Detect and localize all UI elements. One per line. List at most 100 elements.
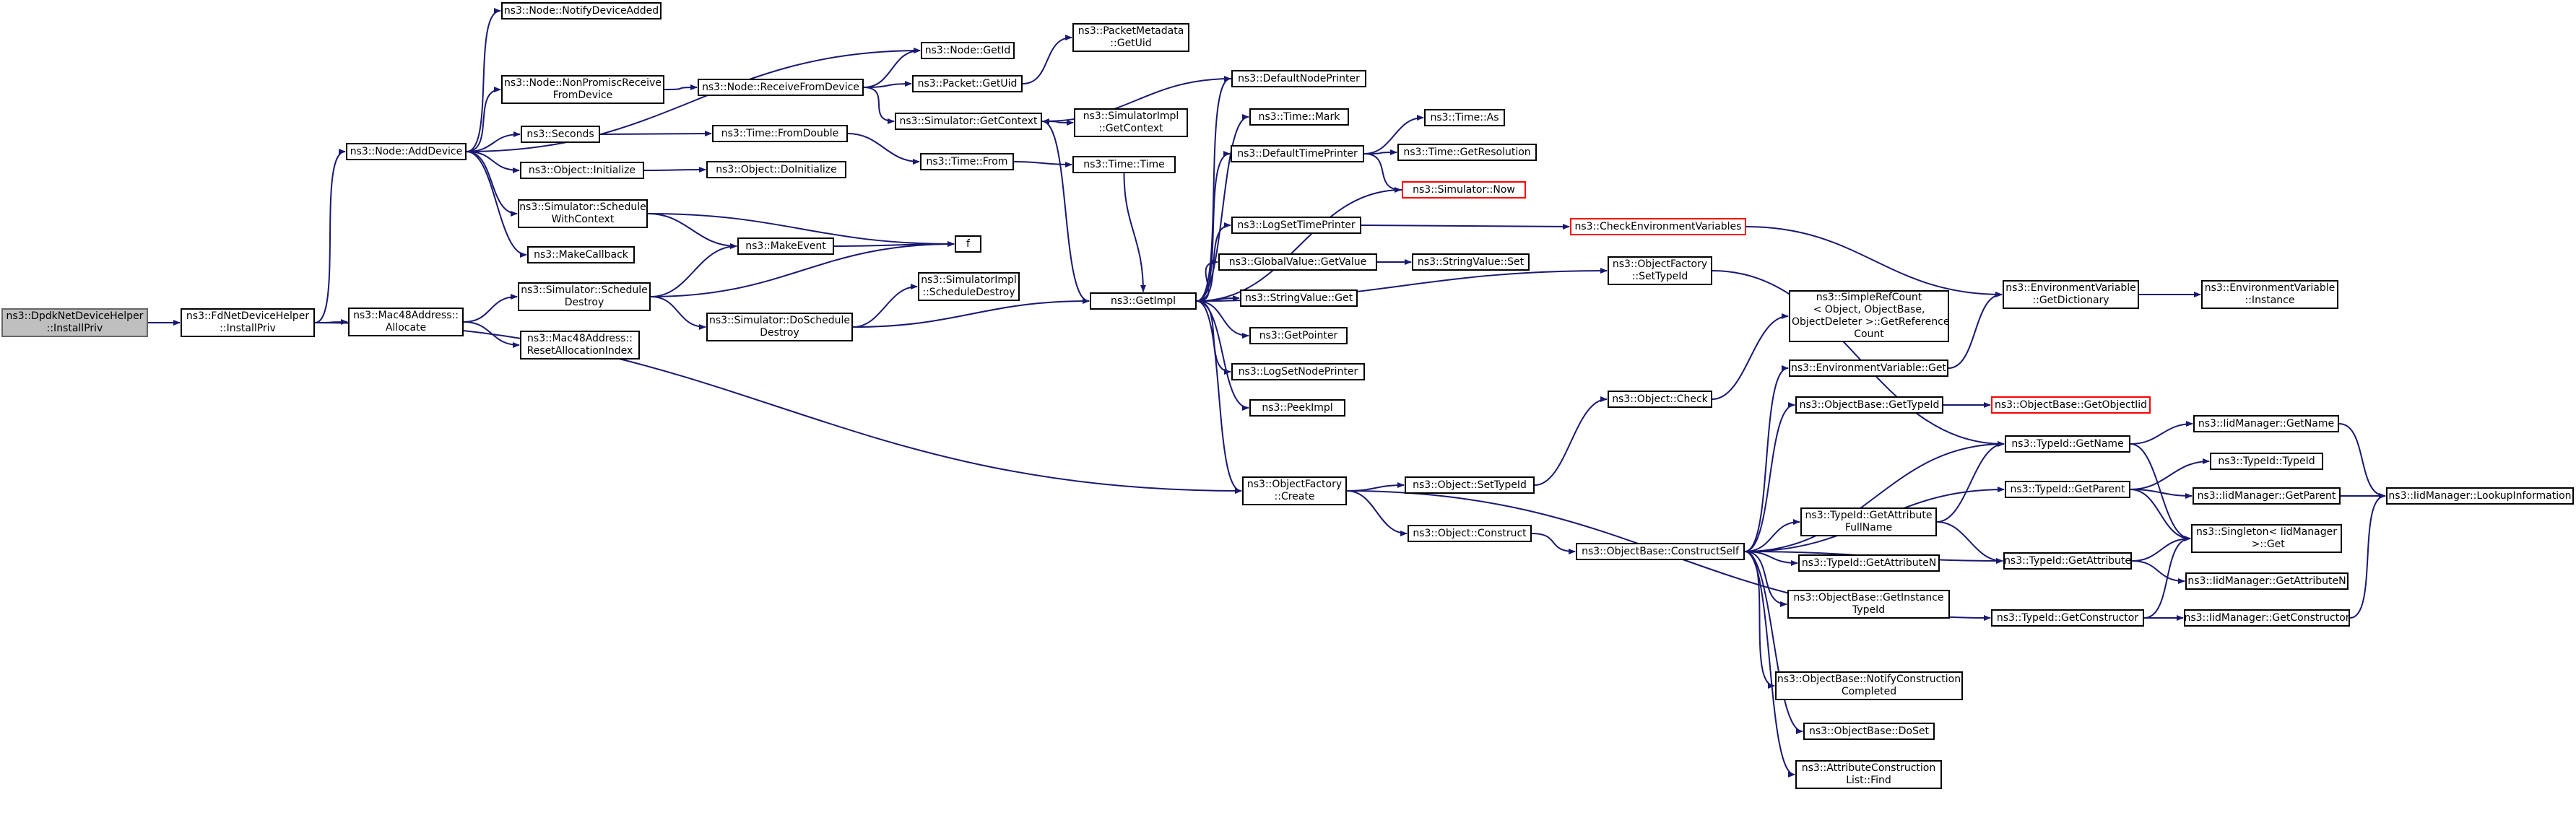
node-time-as[interactable]: ns3::Time::As [1424, 109, 1505, 126]
edge-from_double-to-time_from [847, 133, 920, 165]
node-dpdk-install-priv: ns3::DpdkNetDeviceHelper ::InstallPriv [1, 308, 148, 337]
node-string-value-set[interactable]: ns3::StringValue::Set [1412, 253, 1530, 271]
edge-fd_install-to-add_device [314, 149, 346, 323]
node-schedule-destroy[interactable]: ns3::Simulator::Schedule Destroy [518, 282, 651, 311]
edge-ob_construct_self-to-tid_getname [1744, 441, 2005, 552]
edge-iid_getname-to-iid_lookup [2338, 423, 2386, 499]
edge-get_impl-to-log_set_node [1196, 300, 1231, 375]
node-packet-metadata-get-uid[interactable]: ns3::PacketMetadata ::GetUid [1072, 23, 1189, 52]
node-object-initialize[interactable]: ns3::Object::Initialize [520, 162, 644, 179]
edge-ob_construct_self-to-ob_doset [1744, 551, 1803, 734]
node-iidmanager-get-attribute-n[interactable]: ns3::IidManager::GetAttributeN [2185, 572, 2349, 590]
node-packet-get-uid[interactable]: ns3::Packet::GetUid [912, 75, 1023, 92]
node-typeid-get-attribute-n[interactable]: ns3::TypeId::GetAttributeN [1798, 554, 1940, 572]
edge-get_impl-to-peek_impl [1196, 300, 1249, 411]
node-iidmanager-lookup-information[interactable]: ns3::IidManager::LookupInformation [2386, 487, 2574, 505]
edge-ob_construct_self-to-ob_getinst [1744, 551, 1787, 607]
node-simulatorimpl-get-context[interactable]: ns3::SimulatorImpl ::GetContext [1074, 108, 1188, 137]
node-iidmanager-get-name[interactable]: ns3::IidManager::GetName [2193, 415, 2339, 432]
node-receive-from-device[interactable]: ns3::Node::ReceiveFromDevice [698, 79, 864, 96]
edge-make_event-to-f [833, 241, 955, 248]
edge-tid_getattr-to-iid_getattrn [2131, 560, 2185, 584]
edge-tid_getattr-to-singleton_get [2131, 536, 2191, 562]
node-get-impl[interactable]: ns3::GetImpl [1090, 292, 1197, 310]
edge-tid_getparent-to-tid_typeid [2130, 458, 2210, 490]
node-string-value-get[interactable]: ns3::StringValue::Get [1240, 289, 1358, 307]
node-objectbase-get-object-iid[interactable]: ns3::ObjectBase::GetObjectIid [1991, 396, 2151, 414]
node-fd-install-priv[interactable]: ns3::FdNetDeviceHelper ::InstallPriv [181, 308, 315, 337]
node-mac-allocate[interactable]: ns3::Mac48Address:: Allocate [348, 308, 464, 336]
edge-do_sched_destroy-to-simimpl_destroy [852, 284, 918, 328]
node-typeid-get-attribute-full-name[interactable]: ns3::TypeId::GetAttribute FullName [1800, 507, 1937, 536]
node-default-time-printer[interactable]: ns3::DefaultTimePrinter [1231, 145, 1364, 162]
node-objectbase-notify-construction-completed[interactable]: ns3::ObjectBase::NotifyConstruction Comp… [1775, 671, 1963, 700]
node-object-check[interactable]: ns3::Object::Check [1608, 391, 1712, 408]
node-log-set-node-printer[interactable]: ns3::LogSetNodePrinter [1231, 363, 1365, 380]
node-seconds[interactable]: ns3::Seconds [521, 126, 600, 143]
node-objectbase-get-instance-type-id[interactable]: ns3::ObjectBase::GetInstance TypeId [1787, 590, 1950, 619]
node-get-id[interactable]: ns3::Node::GetId [921, 42, 1015, 59]
node-nonpromisc-receive[interactable]: ns3::Node::NonPromiscReceive FromDevice [501, 75, 664, 104]
node-time-mark[interactable]: ns3::Time::Mark [1249, 108, 1349, 126]
node-notify-device-added[interactable]: ns3::Node::NotifyDeviceAdded [501, 2, 662, 19]
node-check-environment-variables[interactable]: ns3::CheckEnvironmentVariables [1570, 218, 1746, 235]
node-iidmanager-get-parent[interactable]: ns3::IidManager::GetParent [2193, 487, 2341, 505]
node-objectbase-construct-self[interactable]: ns3::ObjectBase::ConstructSelf [1576, 543, 1745, 560]
node-singleton-iidmanager-get[interactable]: ns3::Singleton< IidManager >::Get [2191, 524, 2342, 553]
node-object-construct[interactable]: ns3::Object::Construct [1408, 525, 1532, 542]
edge-sched_destroy-to-make_event [650, 243, 737, 297]
node-objectbase-get-type-id[interactable]: ns3::ObjectBase::GetTypeId [1795, 396, 1943, 414]
node-get-pointer[interactable]: ns3::GetPointer [1249, 327, 1348, 344]
node-f[interactable]: f [955, 235, 981, 253]
node-environment-variable-get-dictionary[interactable]: ns3::EnvironmentVariable ::GetDictionary [2003, 280, 2139, 309]
node-object-factory-set-type-id[interactable]: ns3::ObjectFactory ::SetTypeId [1608, 256, 1712, 285]
node-log-set-time-printer[interactable]: ns3::LogSetTimePrinter [1231, 217, 1361, 234]
node-simple-ref-count[interactable]: ns3::SimpleRefCount < Object, ObjectBase… [1789, 290, 1949, 342]
edge-get_impl-to-get_pointer [1196, 300, 1249, 339]
edge-def_time_printer-to-time_as [1363, 115, 1424, 154]
edge-add_device-to-get_id [466, 48, 921, 152]
edge-get_uid-to-pm_getuid [1022, 35, 1072, 84]
node-make-event[interactable]: ns3::MakeEvent [737, 237, 834, 255]
node-make-callback[interactable]: ns3::MakeCallback [527, 246, 635, 263]
node-time-from-double[interactable]: ns3::Time::FromDouble [712, 125, 848, 142]
edge-get_impl-to-gv_getvalue [1196, 259, 1218, 302]
node-attribute-construction-list-find[interactable]: ns3::AttributeConstruction List::Find [1795, 760, 1942, 789]
edge-mac_allocate-to-sched_destroy [463, 294, 518, 323]
node-schedule-with-context[interactable]: ns3::Simulator::Schedule WithContext [518, 199, 648, 228]
edge-iid_getctor-to-iid_lookup [2349, 493, 2386, 619]
node-mac-reset-index[interactable]: ns3::Mac48Address:: ResetAllocationIndex [520, 331, 640, 359]
edge-sched_destroy-to-do_sched_destroy [650, 296, 706, 330]
node-object-set-type-id[interactable]: ns3::Object::SetTypeId [1405, 476, 1535, 494]
node-object-do-initialize[interactable]: ns3::Object::DoInitialize [706, 161, 846, 178]
node-iidmanager-get-constructor[interactable]: ns3::IidManager::GetConstructor [2184, 609, 2350, 627]
node-time-time[interactable]: ns3::Time::Time [1072, 156, 1176, 173]
node-typeid-get-parent[interactable]: ns3::TypeId::GetParent [2005, 481, 2130, 498]
node-typeid-get-constructor[interactable]: ns3::TypeId::GetConstructor [1991, 609, 2144, 627]
node-do-schedule-destroy[interactable]: ns3::Simulator::DoSchedule Destroy [706, 313, 853, 341]
node-typeid-get-name[interactable]: ns3::TypeId::GetName [2005, 435, 2130, 453]
node-simulatorimpl-schedule-destroy[interactable]: ns3::SimulatorImpl ::ScheduleDestroy [918, 272, 1020, 301]
node-peek-impl[interactable]: ns3::PeekImpl [1249, 399, 1345, 417]
node-time-get-resolution[interactable]: ns3::Time::GetResolution [1397, 144, 1537, 161]
edge-ob_construct_self-to-ob_gettypeid [1744, 402, 1795, 552]
edge-fd_install-to-of_create [314, 322, 1242, 494]
edge-sched_ctx-to-make_event [647, 213, 737, 249]
edge-tid_getctor-to-singleton_get [2143, 536, 2191, 619]
node-time-from[interactable]: ns3::Time::From [920, 153, 1014, 170]
node-objectbase-do-set[interactable]: ns3::ObjectBase::DoSet [1803, 723, 1935, 740]
edge-def_time_printer-to-sim_now [1363, 153, 1402, 193]
node-environment-variable-instance[interactable]: ns3::EnvironmentVariable ::Instance [2201, 280, 2338, 309]
node-add-device[interactable]: ns3::Node::AddDevice [346, 143, 467, 160]
node-typeid-typeid[interactable]: ns3::TypeId::TypeId [2210, 453, 2323, 470]
node-simulator-get-context[interactable]: ns3::Simulator::GetContext [895, 113, 1042, 130]
node-default-node-printer[interactable]: ns3::DefaultNodePrinter [1231, 70, 1366, 87]
edge-receive_from-to-get_id [863, 48, 921, 88]
node-global-value-get-value[interactable]: ns3::GlobalValue::GetValue [1218, 253, 1377, 271]
node-environment-variable-get[interactable]: ns3::EnvironmentVariable::Get [1789, 359, 1948, 377]
node-object-factory-create[interactable]: ns3::ObjectFactory ::Create [1242, 476, 1347, 505]
node-typeid-get-attribute[interactable]: ns3::TypeId::GetAttribute [2003, 552, 2132, 570]
node-simulator-now[interactable]: ns3::Simulator::Now [1402, 181, 1526, 199]
edge-add_device-to-obj_initialize [466, 151, 520, 173]
